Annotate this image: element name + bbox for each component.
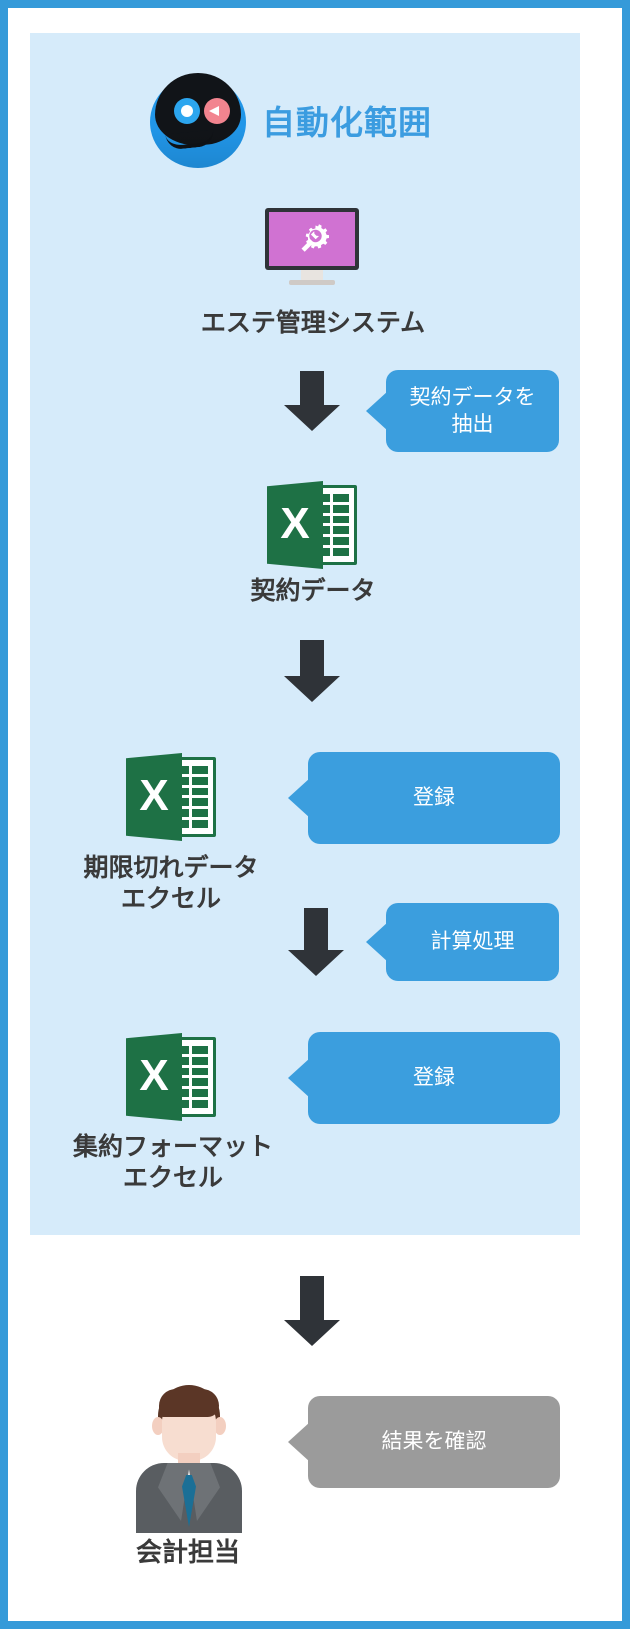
node-contract-data-icon: X (267, 481, 357, 569)
node-summary-data-icon: X (126, 1033, 216, 1121)
automation-scope-title: 自動化範囲 (262, 104, 432, 141)
callout-register-2: 登録 (308, 1032, 560, 1124)
arrow-system-to-contract (284, 371, 340, 431)
node-contract-data-caption: 契約データ (250, 577, 376, 605)
excel-file-icon: X (126, 1033, 216, 1121)
arrow-summary-to-accountant (284, 1276, 340, 1346)
callout-extract: 契約データを 抽出 (386, 370, 559, 452)
excel-x-glyph: X (139, 771, 169, 820)
node-expired-data-icon: X (126, 753, 216, 841)
robot-icon (148, 70, 248, 170)
node-summary-data-caption: 集約フォーマット エクセル (72, 1133, 273, 1193)
arrow-expired-to-summary (288, 908, 344, 976)
excel-x-glyph: X (280, 499, 310, 548)
businessman-icon (118, 1383, 258, 1533)
excel-file-icon: X (267, 481, 357, 569)
robot-left-eye-icon (174, 98, 200, 124)
callout-register-1: 登録 (308, 752, 560, 844)
monitor-settings-icon (269, 212, 355, 266)
node-expired-data-caption: 期限切れデータ エクセル (83, 854, 259, 914)
callout-confirm: 結果を確認 (308, 1396, 560, 1488)
node-accountant-caption: 会計担当 (135, 1537, 240, 1567)
excel-x-glyph: X (139, 1051, 169, 1100)
automation-scope-header: 自動化範囲 (148, 70, 432, 170)
node-system-icon (265, 208, 359, 290)
robot-right-eye-icon (204, 98, 230, 124)
callout-calculate: 計算処理 (386, 903, 559, 981)
node-system-caption: エステ管理システム (200, 309, 426, 337)
excel-file-icon: X (126, 753, 216, 841)
arrow-contract-to-expired (284, 640, 340, 702)
